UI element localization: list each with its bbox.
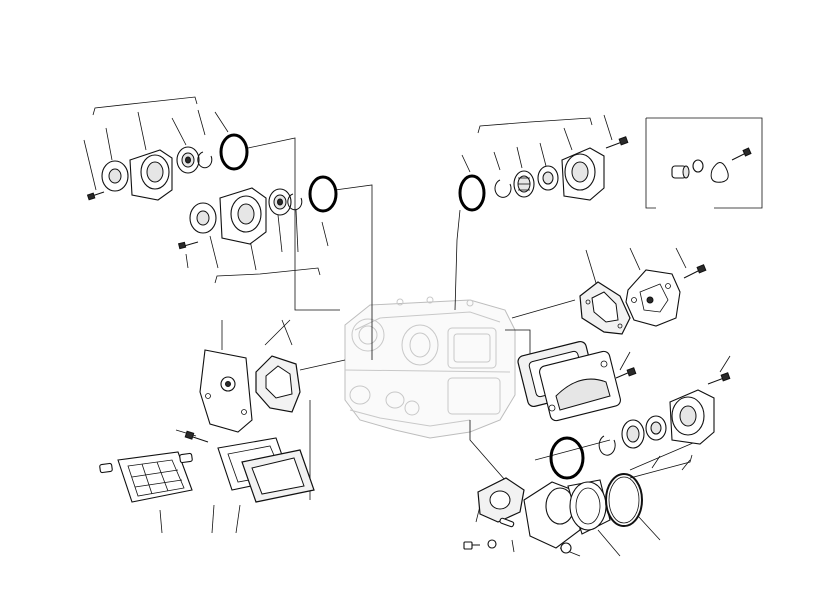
upper-left-bearing-assembly-1 [86, 133, 249, 201]
lower-right-bearing-assembly [549, 372, 731, 480]
screw-1 [86, 191, 105, 201]
left-cover-plate [199, 349, 253, 433]
bearing-1 [176, 146, 200, 174]
screw-6 [707, 372, 731, 385]
circlip-1 [197, 151, 213, 169]
flange-housing-1 [129, 149, 173, 201]
upper-right-bearing-assembly [458, 136, 629, 212]
leader-lines [83, 96, 763, 557]
circlip-2 [287, 193, 303, 211]
screw-3 [605, 136, 629, 149]
o-ring-4 [549, 436, 585, 480]
screw-7 [184, 430, 209, 443]
bearing-3 [537, 165, 559, 191]
screw-2 [177, 241, 199, 250]
upper-left-bearing-assembly-2 [177, 175, 338, 250]
circlip-4 [598, 435, 616, 456]
boxed-small-parts [671, 147, 752, 183]
hose-clamp [605, 473, 643, 527]
right-side-gasket [579, 281, 631, 335]
flange-housing-2 [219, 187, 267, 245]
circlip-3 [494, 179, 512, 198]
o-ring-1 [219, 133, 249, 171]
lower-fasteners [463, 517, 572, 554]
needle-bearing [513, 170, 535, 198]
left-gasket [255, 355, 301, 413]
flange-housing-4 [669, 389, 715, 445]
o-ring-3 [458, 174, 486, 212]
intake-manifold [523, 481, 581, 549]
needle-bearing-2 [621, 419, 645, 449]
spacer-sleeve [671, 165, 690, 179]
reed-gasket-left [241, 449, 315, 503]
bearing-4 [645, 415, 667, 441]
o-ring-2 [308, 175, 338, 213]
screw-small [731, 147, 752, 161]
washer-small [692, 159, 704, 173]
engine-block-housing [344, 296, 516, 439]
screw-5 [615, 367, 637, 379]
intake-plate-right [539, 350, 621, 422]
right-side-cover-plate [625, 269, 681, 327]
flange-housing-3 [561, 147, 605, 201]
bearing-2 [268, 188, 292, 216]
intake-flange-gasket [477, 477, 525, 523]
screw-4 [683, 264, 707, 279]
reed-cage-left [99, 451, 193, 503]
spring-clip [710, 162, 729, 183]
intake-sleeve [567, 479, 611, 535]
